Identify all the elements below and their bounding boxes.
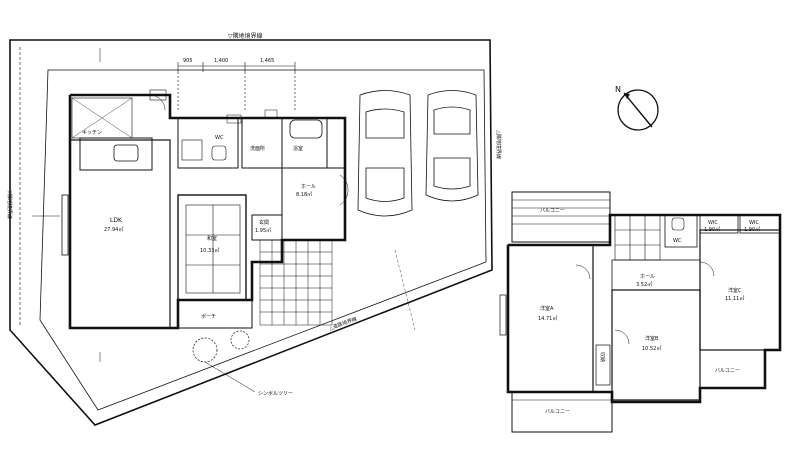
- bath-label: 浴室: [293, 145, 303, 152]
- closet-2-label: WIC: [749, 220, 759, 226]
- tree-2: [230, 330, 250, 350]
- closet-2: [739, 214, 781, 234]
- toilet-2: [664, 214, 698, 248]
- balcony-top: [511, 191, 611, 243]
- site-boundary: [9, 39, 493, 426]
- balcony-bottom: [511, 391, 613, 433]
- japanese-room-area: 10.33㎡: [200, 247, 219, 254]
- ground-floor-plan: [9, 39, 493, 426]
- bedroom-a-area: 14.71㎡: [538, 315, 557, 322]
- porch-label: ポーチ: [201, 313, 216, 320]
- compass-north-label: N: [615, 85, 621, 94]
- bedroom-c-label: 洋室C: [728, 287, 742, 294]
- balcony-right: [699, 349, 766, 389]
- north-compass: [617, 89, 659, 131]
- closet-1-area: 1.90㎡: [704, 226, 720, 233]
- north-boundary-label: ▽隣地境界線: [228, 32, 263, 40]
- tree-label: シンボルツリー: [258, 390, 293, 397]
- bedroom-c-area: 11.11㎡: [725, 295, 744, 302]
- kitchen-label: キッチン: [82, 130, 102, 136]
- tatami-mats: [185, 204, 241, 294]
- japanese-room-label: 和室: [207, 235, 217, 242]
- dimension-2: 1,400: [214, 58, 228, 64]
- storage-2: [595, 344, 611, 386]
- ldk-label: LDK: [110, 217, 123, 224]
- hall-label: ホール: [301, 184, 316, 190]
- storage-2-label: 収納: [599, 352, 606, 362]
- porch: [177, 299, 253, 329]
- site-inner-fence: [39, 69, 487, 411]
- bedroom-a-label: 洋室A: [540, 305, 554, 312]
- washroom-room: [241, 117, 283, 169]
- closet-1-label: WIC: [708, 220, 718, 226]
- bathroom-room: [281, 117, 328, 169]
- ldk-area: 27.94㎡: [104, 226, 123, 233]
- toilet-2-label: WC: [673, 238, 682, 244]
- hall-2-area: 3.52㎡: [636, 281, 652, 288]
- hall-2: [611, 259, 701, 291]
- bedroom-b: [611, 289, 701, 401]
- hall-area: 8.18㎡: [296, 191, 312, 198]
- kitchen-counter: [79, 137, 153, 171]
- balcony-top-label: バルコニー: [540, 208, 565, 214]
- dimension-1: 905: [183, 58, 193, 64]
- west-boundary-label: ▽隣地境界線: [6, 190, 13, 219]
- dimension-3: 1,465: [260, 58, 274, 64]
- hall-2-label: ホール: [640, 274, 655, 280]
- stairs: [259, 239, 333, 326]
- bathtub: [289, 119, 323, 139]
- bedroom-b-area: 10.52㎡: [642, 345, 661, 352]
- balcony-right-label: バルコニー: [715, 368, 740, 374]
- toilet-label: WC: [215, 135, 224, 141]
- parking-car-2: [425, 90, 479, 202]
- bedroom-b-label: 洋室B: [645, 335, 659, 342]
- balcony-bottom-label: バルコニー: [545, 409, 570, 415]
- closet-2-area: 1.90㎡: [744, 226, 760, 233]
- section-markers: [32, 48, 101, 362]
- entrance-label: 玄関: [259, 219, 269, 226]
- stairs-2: [614, 214, 661, 261]
- east-boundary-label: △隣地境界線: [495, 130, 502, 159]
- ldk-room: [69, 139, 171, 329]
- hall-room: [281, 167, 346, 241]
- dimension-line: [177, 62, 296, 110]
- closet-1: [699, 214, 739, 234]
- entrance-area: 1.95㎡: [255, 227, 271, 234]
- second-floor-plan: [499, 191, 782, 433]
- tree-1: [192, 337, 218, 363]
- washroom-label: 洗面所: [250, 145, 265, 152]
- parking-car-1: [357, 90, 413, 217]
